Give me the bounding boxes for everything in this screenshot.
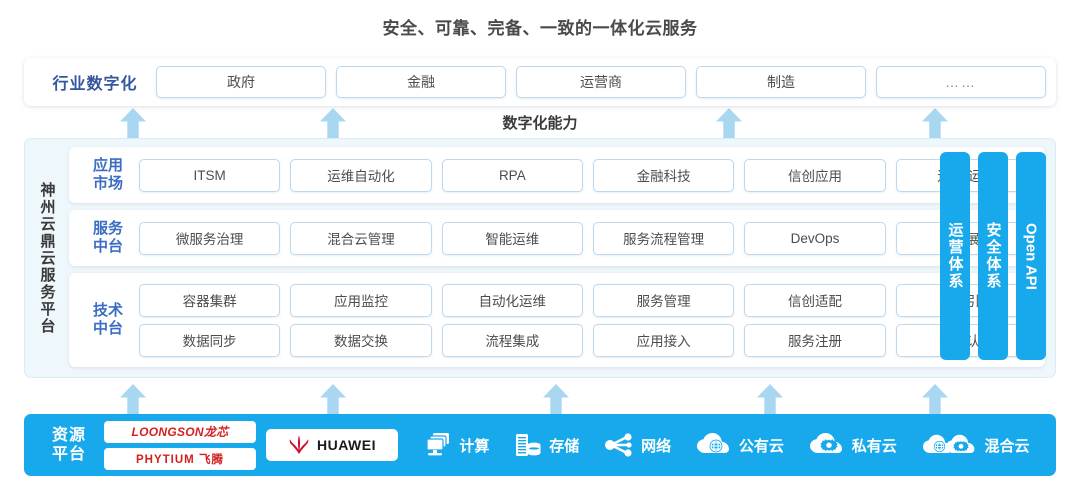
industry-chip-more[interactable]: …… bbox=[876, 66, 1046, 98]
resource-item-label: 计算 bbox=[459, 437, 490, 455]
resource-item-label: 混合云 bbox=[984, 437, 1030, 455]
cell-row: 容器集群 应用监控 自动化运维 服务管理 信创适配 流程引擎 bbox=[139, 283, 1037, 317]
resource-item-label: 公有云 bbox=[738, 437, 784, 455]
storage-icon bbox=[514, 432, 542, 458]
resource-label-line1: 资源 bbox=[51, 426, 86, 444]
layer-app-market: 应用 市场 ITSM 运维自动化 RPA 金融科技 信创应用 运维/运营 bbox=[69, 147, 1045, 203]
resource-label-line2: 平台 bbox=[51, 446, 86, 463]
cell-data-sync[interactable]: 数据同步 bbox=[139, 323, 281, 357]
cell-container-cluster[interactable]: 容器集群 bbox=[139, 283, 281, 317]
pillar-label: Open API bbox=[1022, 222, 1040, 290]
pillar-label: 运营体系 bbox=[946, 222, 964, 290]
upward-arrow-icon bbox=[543, 384, 569, 414]
resource-item-public-cloud[interactable]: 公有云 bbox=[696, 432, 784, 458]
resource-item-private-cloud[interactable]: 私有云 bbox=[809, 432, 897, 458]
upward-arrow-icon bbox=[922, 384, 948, 414]
cell-fintech[interactable]: 金融科技 bbox=[592, 158, 735, 192]
industry-items: 政府 金融 运营商 制造 …… bbox=[156, 66, 1046, 98]
pillar-label: 安全体系 bbox=[984, 222, 1002, 290]
platform-vertical-label: 神州云鼎云服务平台 bbox=[25, 139, 69, 377]
layer-cells-app-market: ITSM 运维自动化 RPA 金融科技 信创应用 运维/运营 bbox=[139, 158, 1037, 192]
layer-label-line1: 技术 bbox=[92, 302, 123, 320]
resource-item-network[interactable]: 网络 bbox=[604, 432, 671, 458]
hybrid-cloud-icon bbox=[922, 432, 978, 458]
cell-itsm[interactable]: ITSM bbox=[139, 158, 281, 192]
cell-row: 微服务治理 混合云管理 智能运维 服务流程管理 DevOps 大屏展示 bbox=[139, 221, 1037, 255]
layer-label-line1: 应用 bbox=[92, 157, 123, 175]
cell-ops-automation[interactable]: 运维自动化 bbox=[290, 158, 432, 192]
cell-app-monitoring[interactable]: 应用监控 bbox=[290, 283, 432, 317]
huawei-wordmark: HUAWEI bbox=[317, 437, 376, 453]
resource-item-compute[interactable]: 计算 bbox=[424, 432, 489, 458]
cell-row: ITSM 运维自动化 RPA 金融科技 信创应用 运维/运营 bbox=[139, 158, 1037, 192]
industry-chip-finance[interactable]: 金融 bbox=[336, 66, 506, 98]
layer-label-tech-midend: 技术 中台 bbox=[77, 302, 139, 337]
cell-service-process-mgmt[interactable]: 服务流程管理 bbox=[592, 221, 735, 255]
layer-label-line2: 中台 bbox=[92, 320, 123, 337]
resource-platform-label: 资源 平台 bbox=[38, 426, 100, 464]
private-cloud-icon bbox=[809, 432, 845, 458]
page-title: 安全、可靠、完备、一致的一体化云服务 bbox=[382, 19, 698, 38]
huawei-flower-icon bbox=[288, 435, 310, 455]
resource-item-label: 存储 bbox=[549, 437, 580, 455]
resource-item-storage[interactable]: 存储 bbox=[514, 432, 579, 458]
layer-service-midend: 服务 中台 微服务治理 混合云管理 智能运维 服务流程管理 DevOps 大屏展… bbox=[69, 210, 1045, 266]
layer-label-line1: 服务 bbox=[92, 220, 123, 238]
pillar-security-system[interactable]: 安全体系 bbox=[978, 152, 1008, 360]
layer-label-line2: 市场 bbox=[92, 175, 123, 192]
platform-vertical-label-text: 神州云鼎云服务平台 bbox=[38, 181, 56, 335]
capability-label: 数字化能力 bbox=[502, 115, 578, 132]
layer-cells-service-midend: 微服务治理 混合云管理 智能运维 服务流程管理 DevOps 大屏展示 bbox=[139, 221, 1037, 255]
cell-devops[interactable]: DevOps bbox=[744, 221, 886, 255]
industry-chip-government[interactable]: 政府 bbox=[156, 66, 326, 98]
huawei-logo: HUAWEI bbox=[266, 429, 398, 461]
layer-cells-tech-midend: 容器集群 应用监控 自动化运维 服务管理 信创适配 流程引擎 数据同步 数据交换… bbox=[139, 283, 1037, 357]
cell-service-mgmt[interactable]: 服务管理 bbox=[592, 283, 735, 317]
upward-arrow-icon bbox=[320, 384, 346, 414]
industry-row: 行业数字化 政府 金融 运营商 制造 …… bbox=[24, 58, 1056, 106]
cell-data-exchange[interactable]: 数据交换 bbox=[290, 323, 432, 357]
cloud-service-platform: 神州云鼎云服务平台 应用 市场 ITSM 运维自动化 RPA 金融科技 信创应用… bbox=[24, 138, 1056, 378]
cell-app-access[interactable]: 应用接入 bbox=[592, 323, 735, 357]
layer-tech-midend: 技术 中台 容器集群 应用监控 自动化运维 服务管理 信创适配 流程引擎 数据同… bbox=[69, 273, 1045, 367]
cell-process-integration[interactable]: 流程集成 bbox=[441, 323, 583, 357]
pillar-operations-system[interactable]: 运营体系 bbox=[940, 152, 970, 360]
cell-hybrid-cloud-mgmt[interactable]: 混合云管理 bbox=[290, 221, 432, 255]
cell-xinchuang-app[interactable]: 信创应用 bbox=[744, 158, 886, 192]
cell-service-registry[interactable]: 服务注册 bbox=[744, 323, 886, 357]
public-cloud-icon bbox=[696, 432, 732, 458]
network-icon bbox=[604, 432, 634, 458]
compute-icon bbox=[424, 432, 452, 458]
layer-label-line2: 中台 bbox=[92, 238, 123, 255]
resource-item-label: 私有云 bbox=[851, 437, 897, 455]
chip-vendor-logos: LOONGSON龙芯 PHYTIUM 飞腾 bbox=[104, 420, 256, 470]
industry-chip-manufacturing[interactable]: 制造 bbox=[696, 66, 866, 98]
platform-layers: 应用 市场 ITSM 运维自动化 RPA 金融科技 信创应用 运维/运营 bbox=[69, 139, 1055, 377]
layer-label-app-market: 应用 市场 bbox=[77, 157, 139, 192]
cell-smart-ops[interactable]: 智能运维 bbox=[441, 221, 583, 255]
industry-row-label: 行业数字化 bbox=[52, 76, 138, 93]
loongson-logo: LOONGSON龙芯 bbox=[104, 420, 256, 443]
cell-xinchuang-adaptation[interactable]: 信创适配 bbox=[744, 283, 886, 317]
upward-arrow-icon bbox=[757, 384, 783, 414]
resource-items: 计算 bbox=[398, 432, 1042, 458]
cell-row: 数据同步 数据交换 流程集成 应用接入 服务注册 统一认证 bbox=[139, 323, 1037, 357]
phytium-logo: PHYTIUM 飞腾 bbox=[104, 447, 256, 470]
upward-arrow-icon bbox=[120, 384, 146, 414]
resource-platform-bar: 资源 平台 LOONGSON龙芯 PHYTIUM 飞腾 HUAWEI bbox=[24, 414, 1056, 476]
layer-label-service-midend: 服务 中台 bbox=[77, 220, 139, 255]
resource-item-label: 网络 bbox=[641, 437, 672, 455]
platform-pillars: 运营体系 安全体系 Open API bbox=[940, 152, 1046, 360]
pillar-open-api[interactable]: Open API bbox=[1016, 152, 1046, 360]
cell-microservice-governance[interactable]: 微服务治理 bbox=[139, 221, 281, 255]
cell-automated-ops[interactable]: 自动化运维 bbox=[441, 283, 583, 317]
resource-item-hybrid-cloud[interactable]: 混合云 bbox=[922, 432, 1030, 458]
cell-rpa[interactable]: RPA bbox=[441, 158, 583, 192]
industry-chip-carrier[interactable]: 运营商 bbox=[516, 66, 686, 98]
